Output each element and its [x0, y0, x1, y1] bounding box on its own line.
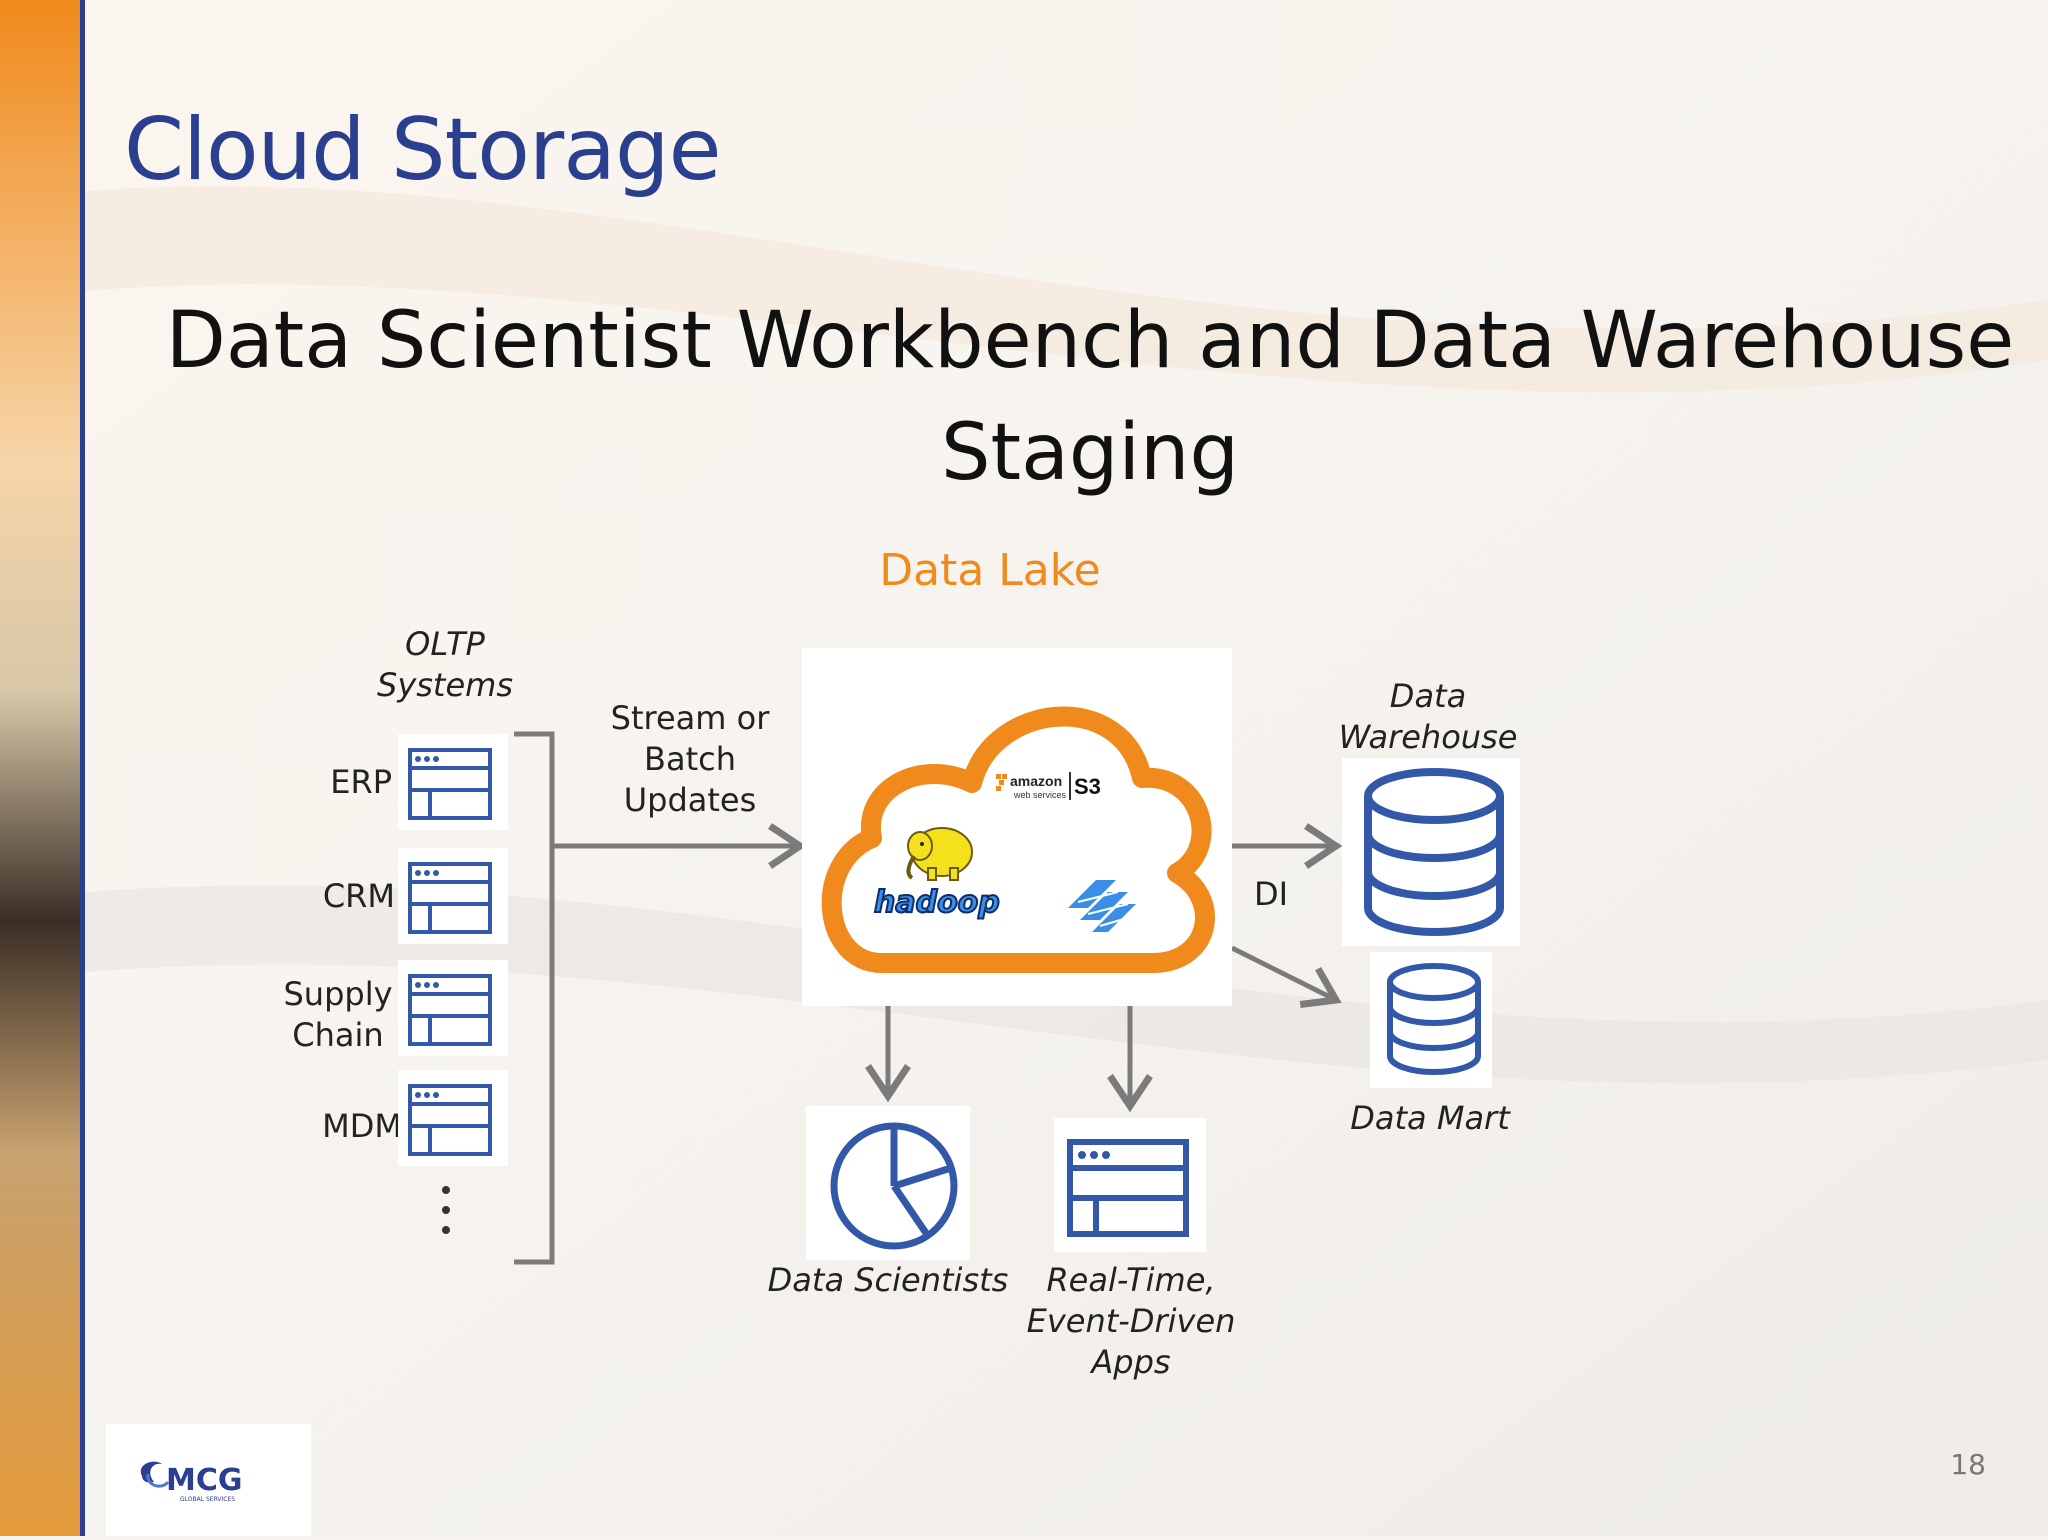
apps-window-icon: [1054, 1118, 1206, 1252]
source-label-erp: ERP: [330, 763, 392, 801]
page-number: 18: [1950, 1448, 1986, 1481]
hadoop-logo: hadoop: [873, 884, 1001, 921]
data-warehouse-service-logo: [1068, 880, 1136, 932]
amazon-sub-text: web services: [1013, 790, 1067, 800]
pie-chart-icon: [830, 1122, 958, 1250]
slide-subtitle: Data Scientist Workbench and Data Wareho…: [165, 296, 2015, 498]
logo-subtext: GLOBAL SERVICES: [180, 1496, 235, 1503]
data-mart-database-icon: [1370, 952, 1492, 1088]
source-label-supply-chain: Supply Chain: [283, 975, 393, 1054]
oltp-systems-label: OLTP Systems: [377, 625, 513, 704]
data-mart-label: Data Mart: [1350, 1099, 1510, 1137]
real-time-apps-label: Real-Time, Event-Driven Apps: [1016, 1260, 1246, 1383]
data-warehouse-label: Data Warehouse: [1338, 677, 1518, 756]
source-label-mdm: MDM: [322, 1107, 402, 1145]
mcg-logo: MCG GLOBAL SERVICES: [106, 1424, 311, 1536]
stream-or-batch-label: Stream or Batch Updates: [610, 699, 770, 819]
erp-window-icon: [398, 734, 508, 830]
crm-window-icon: [398, 848, 508, 944]
data-warehouse-database-icon: [1342, 758, 1520, 946]
ellipsis-dots: [442, 1186, 450, 1234]
amazon-s3-logo: amazon web services S3: [996, 772, 1101, 800]
hadoop-elephant-icon: [906, 827, 973, 881]
data-scientists-label: Data Scientists: [767, 1261, 1009, 1299]
cloud-icon: [821, 706, 1215, 973]
amazon-text: amazon: [1010, 773, 1062, 789]
source-bracket: [514, 731, 555, 1265]
s3-text: S3: [1074, 774, 1101, 799]
hadoop-text: hadoop: [874, 885, 1000, 920]
supply-chain-window-icon: [398, 960, 508, 1056]
slide-title: Cloud Storage: [124, 100, 721, 200]
data-lake-label: Data Lake: [879, 545, 1101, 596]
source-label-crm: CRM: [322, 877, 395, 915]
di-label: DI: [1254, 875, 1289, 913]
data-scientists-pie-chart-icon: [806, 1106, 970, 1260]
data-lake-cloud: [802, 648, 1232, 1006]
mart-arrow: [1230, 945, 1342, 1008]
mdm-window-icon: [398, 1070, 508, 1166]
real-time-apps-text: Real-Time, Event-Driven Apps: [1026, 1261, 1236, 1381]
logo-text: MCG: [166, 1463, 243, 1498]
